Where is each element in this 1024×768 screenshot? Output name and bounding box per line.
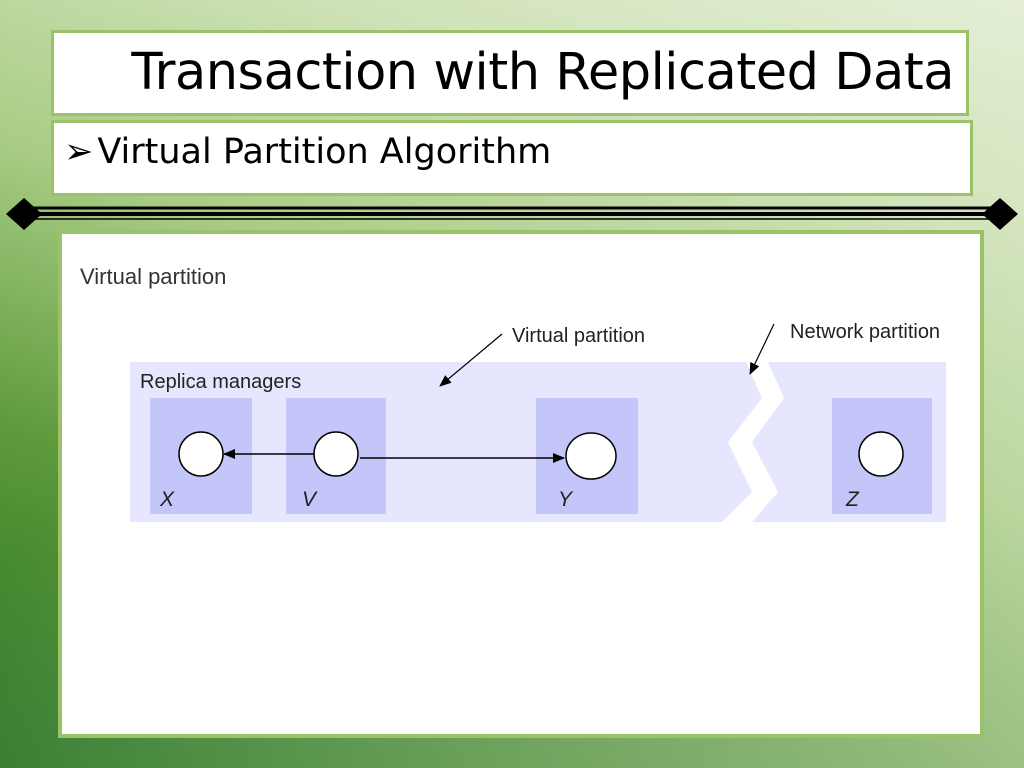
subtitle-box: ➢Virtual Partition Algorithm (51, 120, 973, 196)
subtitle-line: ➢Virtual Partition Algorithm (64, 132, 551, 172)
node-z-circle (858, 431, 904, 477)
network-partition-annotation: Network partition (790, 321, 940, 343)
replica-group-label: Replica managers (140, 371, 301, 393)
diagram-panel: Virtual partition Replica managers X V Y… (58, 230, 984, 738)
virtual-partition-annotation: Virtual partition (512, 325, 645, 347)
virtual-partition-pointer (439, 333, 503, 387)
node-v-label: V (302, 488, 318, 511)
slide-subtitle: Virtual Partition Algorithm (97, 132, 552, 172)
node-y-label: Y (558, 488, 574, 511)
node-x-label: X (159, 488, 175, 511)
virtual-partition-diagram: Virtual partition Replica managers X V Y… (80, 264, 946, 522)
node-v-circle (313, 431, 359, 477)
node-x-circle (178, 431, 224, 477)
diamond-left-icon (6, 198, 42, 230)
node-z-label: Z (845, 488, 860, 511)
decorative-divider (6, 198, 1018, 230)
arrow-bullet-icon: ➢ (64, 132, 94, 172)
diamond-right-icon (982, 198, 1018, 230)
slide-title: Transaction with Replicated Data (131, 43, 954, 102)
title-box: Transaction with Replicated Data (51, 30, 969, 116)
network-partition-pointer (749, 323, 775, 375)
network-partition-break (722, 362, 784, 522)
diagram-caption: Virtual partition (80, 264, 226, 289)
node-y-circle (565, 432, 617, 480)
